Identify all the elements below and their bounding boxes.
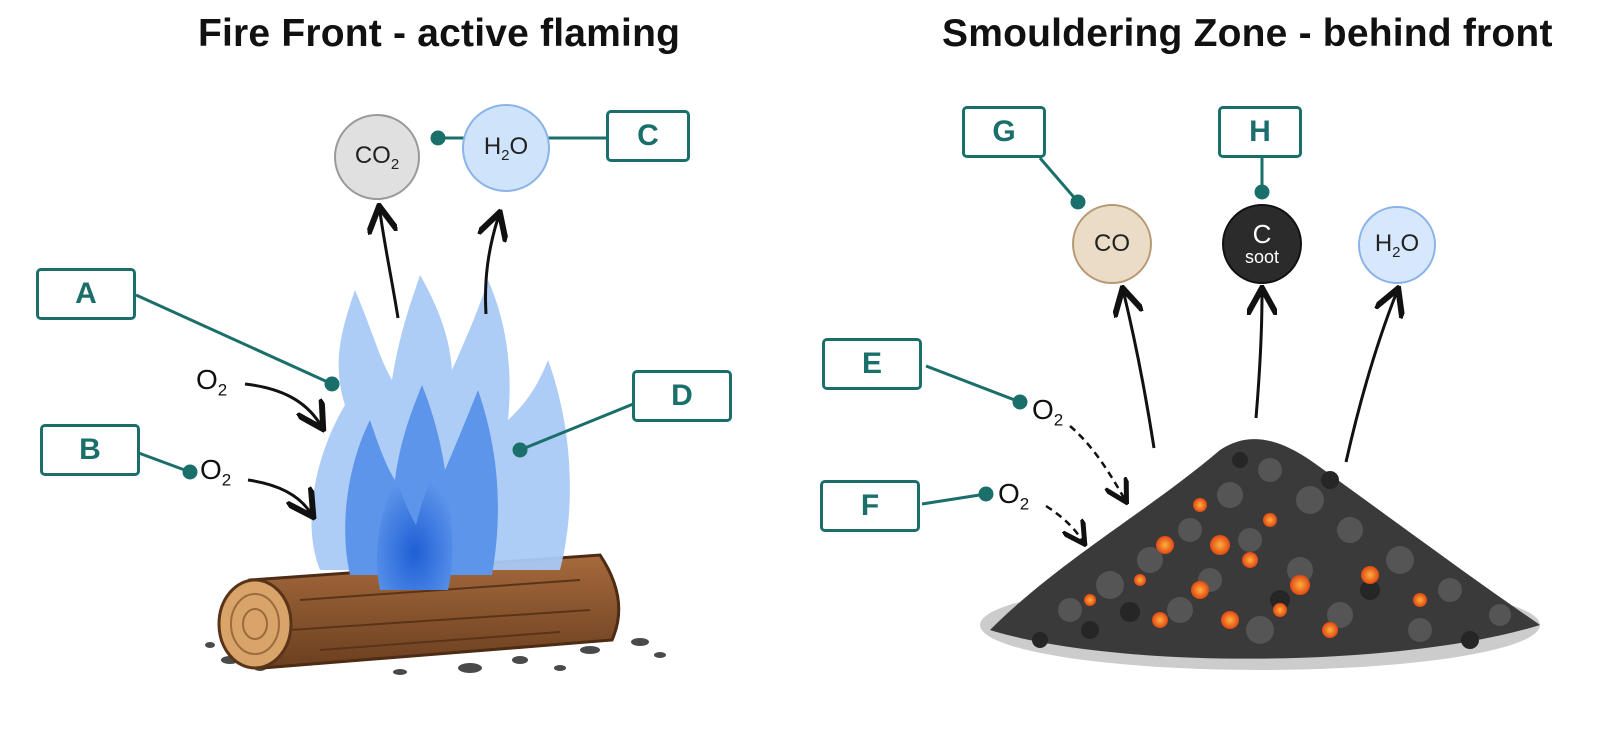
callout-c: C <box>606 110 690 162</box>
arrow-to-soot <box>1256 294 1262 419</box>
glowing-embers <box>1084 498 1427 638</box>
arrow-o2-lower-left <box>247 478 310 512</box>
callout-e: E <box>822 338 922 390</box>
arrow-o2-upper-left <box>244 382 320 424</box>
h2o-molecule-left: H2O <box>462 104 550 192</box>
co2-molecule: CO2 <box>334 114 420 200</box>
arrow-to-h2o-left <box>486 218 499 315</box>
title-fire-front: Fire Front - active flaming <box>198 12 681 55</box>
arrow-to-co <box>1124 294 1156 449</box>
callout-a: A <box>36 268 136 320</box>
oxygen-label-upper-left: O2 <box>196 364 228 400</box>
arrow-o2-lower-right <box>1045 504 1082 540</box>
h2o-molecule-right: H2O <box>1358 206 1436 284</box>
char-pile <box>980 439 1540 670</box>
oxygen-label-upper-right: O2 <box>1032 394 1064 430</box>
wood-log <box>217 553 621 670</box>
callout-f: F <box>820 480 920 532</box>
arrow-to-h2o-right <box>1344 294 1396 463</box>
leader-lines-right <box>921 157 1270 506</box>
callout-h: H <box>1218 106 1302 158</box>
oxygen-label-lower-left: O2 <box>200 454 232 490</box>
soot-particle: C soot <box>1222 204 1302 284</box>
callout-g: G <box>962 106 1046 158</box>
blue-flame <box>311 275 570 590</box>
callout-d: D <box>632 370 732 422</box>
title-smouldering-zone: Smouldering Zone - behind front <box>942 12 1553 55</box>
arrow-o2-upper-right <box>1069 425 1124 498</box>
oxygen-label-lower-right: O2 <box>998 478 1030 514</box>
arrow-to-co2 <box>380 212 400 319</box>
callout-b: B <box>40 424 140 476</box>
ash-debris-left <box>205 638 666 675</box>
co-molecule: CO <box>1072 204 1152 284</box>
